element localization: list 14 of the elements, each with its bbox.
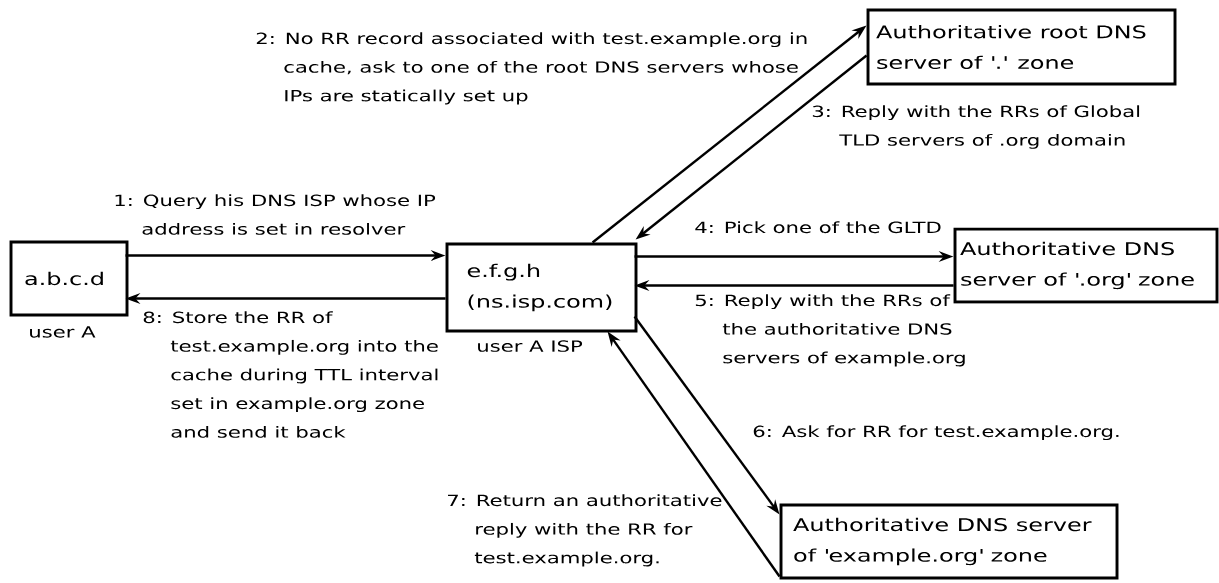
node-caption: user A ISP: [478, 340, 583, 352]
edge-label: 1: Query his DNS ISP whose IP address is set in resolver: [115, 194, 436, 235]
edge-label: 8: Store the RR of test.example.org into the cache during TTL interval set in example.org zone and send it back: [143, 311, 438, 438]
edge-label: 2: No RR record associated with test.example.org in cache, ask to one of the root DNS servers whose IPs are statically set up: [256, 32, 807, 105]
edge-label: 3: Reply with the RRs of Global TLD servers of .org domain: [812, 105, 1140, 149]
server-box: Authoritative DNS server of '.org' zone: [953, 227, 1219, 304]
edge-label: 6: Ask for RR for test.example.org.: [753, 425, 1119, 441]
server-box: e.f.g.h (ns.isp.com): [445, 242, 638, 333]
node-caption: user A: [30, 326, 96, 338]
edge-label: 4: Pick one of the GLTD: [695, 221, 941, 234]
server-box: Authoritative root DNS server of '.' zone: [866, 8, 1177, 86]
server-box: a.b.c.d: [9, 240, 129, 317]
edge-label: 7: Return an authoritative reply with the RR for test.example.org.: [448, 494, 722, 567]
server-box: Authoritative DNS server of 'example.org' zone: [779, 503, 1119, 580]
